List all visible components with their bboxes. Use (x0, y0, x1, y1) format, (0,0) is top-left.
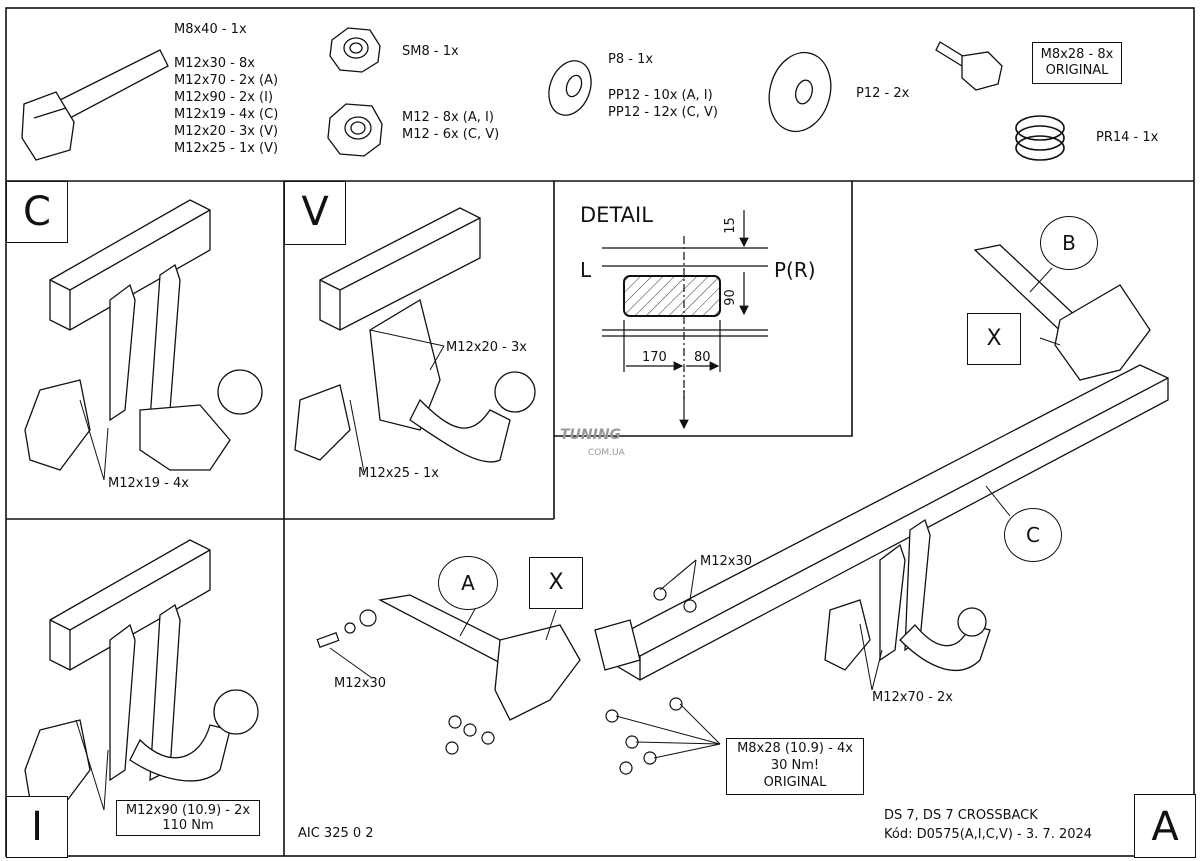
variant-a-letter: A (1151, 804, 1179, 850)
detail-dim-left: 170 (642, 350, 667, 365)
variant-i-callout-box: M12x90 (10.9) - 2x 110 Nm (116, 800, 260, 836)
washer-pp12-cv-label: PP12 - 12x (C, V) (608, 105, 718, 120)
variant-a-letter-box: A (1134, 794, 1196, 858)
nut-m12-drawing (327, 103, 383, 157)
original-bolt-box: M8x28 - 8x ORIGINAL (1032, 42, 1122, 84)
variant-c-drawing (24, 199, 263, 471)
nut-sm8-label: SM8 - 1x (402, 44, 459, 59)
bolt-long-drawing (21, 49, 169, 161)
variant-v-drawing (294, 207, 536, 463)
bolt-m8x40-label: M8x40 - 1x (174, 22, 247, 37)
washer-p12-label: P12 - 2x (856, 86, 910, 101)
original-bolt-note: ORIGINAL (1045, 63, 1109, 78)
nut-sm8-drawing (329, 27, 381, 73)
detail-right-label: P(R) (774, 258, 816, 282)
bolt-m12x19-label: M12x19 - 4x (C) (174, 107, 279, 122)
spring-washer-drawing (1015, 115, 1065, 161)
callout-m12x70: M12x70 - 2x (872, 690, 953, 705)
bolt-m12x90-label: M12x90 - 2x (I) (174, 90, 274, 105)
circle-label-a: A (438, 556, 498, 610)
watermark-bottom: COM.UA (588, 448, 625, 458)
detail-dim-top: 15 (722, 217, 738, 234)
variant-c-letter: C (23, 189, 51, 235)
variant-i-callout-torque: 110 Nm (162, 818, 214, 833)
detail-dim-right: 80 (694, 350, 711, 365)
original-bolt-spec: M8x28 - 8x (1040, 47, 1114, 62)
bolt-original-drawing (935, 41, 1003, 91)
nut-m12-cv-label: M12 - 6x (C, V) (402, 127, 500, 142)
callout-m8x28-box: M8x28 (10.9) - 4x 30 Nm! ORIGINAL (726, 738, 864, 795)
footer-vehicle: DS 7, DS 7 CROSSBACK (884, 808, 1038, 823)
variant-i-letter: I (31, 804, 43, 850)
watermark-top: TUNING (560, 427, 622, 443)
washer-p12-drawing (768, 51, 832, 133)
circle-label-c: C (1004, 508, 1062, 562)
bolt-m12x70-label: M12x70 - 2x (A) (174, 73, 279, 88)
spring-washer-label: PR14 - 1x (1096, 130, 1159, 145)
bolt-m12x30-label: M12x30 - 8x (174, 56, 255, 71)
x-label-mid: X (529, 557, 583, 609)
callout-m12x30-top: M12x30 (700, 554, 752, 569)
footer-code-left: AIC 325 0 2 (298, 826, 374, 841)
washer-pp12-ai-label: PP12 - 10x (A, I) (608, 88, 713, 103)
callout-m12x30-left: M12x30 (334, 676, 386, 691)
variant-i-letter-box: I (6, 796, 68, 858)
washer-p8-drawing (548, 60, 592, 116)
callout-m8x28-torque: 30 Nm! (770, 758, 820, 773)
washer-p8-label: P8 - 1x (608, 52, 654, 67)
detail-title: DETAIL (580, 203, 653, 227)
variant-v-letter: V (301, 189, 329, 235)
callout-m8x28-spec: M8x28 (10.9) - 4x (737, 741, 853, 756)
bracket-b-drawing (973, 244, 1151, 381)
circle-label-b: B (1040, 216, 1098, 270)
variant-i-callout-spec: M12x90 (10.9) - 2x (125, 803, 251, 818)
variant-c-callout: M12x19 - 4x (108, 476, 189, 491)
variant-v-callout-top: M12x20 - 3x (446, 340, 527, 355)
bracket-a-drawing (377, 594, 581, 721)
bolt-m12x20-label: M12x20 - 3x (V) (174, 124, 279, 139)
variant-i-drawing (24, 539, 259, 811)
variant-v-letter-box: V (284, 181, 346, 245)
fasteners-drawing (316, 587, 697, 775)
callout-m8x28-note: ORIGINAL (763, 775, 827, 790)
main-crossbar-drawing (594, 364, 1169, 681)
bolt-m12x25-label: M12x25 - 1x (V) (174, 141, 279, 156)
ball-mount-drawing (824, 518, 991, 672)
footer-code: Kód: D0575(A,I,C,V) - 3. 7. 2024 (884, 827, 1093, 842)
x-label-top: X (967, 313, 1021, 365)
variant-c-letter-box: C (6, 181, 68, 243)
variant-v-callout-bottom: M12x25 - 1x (358, 466, 439, 481)
detail-dim-side: 90 (722, 289, 738, 306)
frame-lines (5, 7, 1195, 857)
detail-left-label: L (580, 258, 592, 282)
nut-m12-ai-label: M12 - 8x (A, I) (402, 110, 494, 125)
detail-drawing (602, 210, 768, 430)
leader-lines (75, 267, 1061, 811)
